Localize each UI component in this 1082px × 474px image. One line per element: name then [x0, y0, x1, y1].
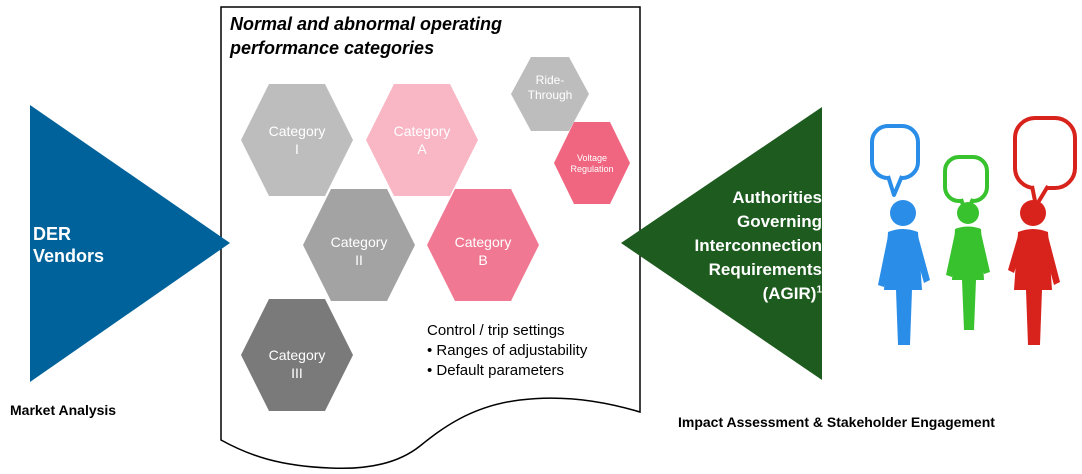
ride-through-label: Ride- Through [527, 73, 573, 102]
category-a-label: Category A [393, 123, 451, 157]
title-line-2: performance categories [230, 38, 435, 58]
category-b-label: Category B [454, 234, 512, 268]
hex-category-ii [303, 189, 415, 301]
settings-item: • Default parameters [427, 362, 564, 379]
agir-acronym: (AGIR) [762, 284, 817, 303]
settings-heading: Control / trip settings [427, 322, 565, 339]
hex-category-i [241, 84, 353, 196]
hex-category-a [366, 84, 478, 196]
category-i-label: Category I [268, 123, 326, 157]
der-vendors-label: DER Vendors [33, 223, 143, 267]
blue-person-icon [878, 200, 930, 345]
title-line-1: Normal and abnormal operating [230, 14, 503, 34]
der-vendors-line-1: DER [33, 224, 72, 244]
agir-triangle [621, 107, 822, 380]
agir-line-1: Authorities [732, 188, 822, 207]
red-person-icon [1008, 200, 1060, 345]
category-iii-label: Category III [268, 347, 326, 381]
diagram-title: Normal and abnormal operating performanc… [230, 12, 590, 60]
category-ii-label: Category II [330, 234, 388, 268]
green-person-icon [946, 202, 990, 330]
settings-item: • Ranges of adjustability [427, 342, 588, 359]
voltage-regulation-label: Voltage Regulation [570, 153, 614, 174]
hex-voltage-regulation [554, 122, 630, 204]
agir-line-4: Requirements [708, 260, 822, 279]
speech-bubble-icon [870, 124, 920, 197]
der-vendors-triangle [30, 105, 230, 382]
impact-assessment-caption: Impact Assessment & Stakeholder Engageme… [678, 414, 995, 430]
control-settings-text: Control / trip settings • Ranges of adju… [427, 321, 637, 381]
agir-line-3: Interconnection [694, 236, 822, 255]
agir-line-5: (AGIR)1 [660, 282, 822, 306]
hex-ride-through [511, 57, 589, 131]
der-vendors-line-2: Vendors [33, 246, 105, 266]
stakeholders-illustration [850, 116, 1080, 350]
hex-category-iii [241, 299, 353, 411]
market-analysis-caption: Market Analysis [10, 402, 117, 418]
hex-category-b [427, 189, 539, 301]
agir-label: Authorities Governing Interconnection Re… [660, 186, 822, 306]
footnote-marker: 1 [816, 284, 822, 296]
agir-line-2: Governing [736, 212, 822, 231]
